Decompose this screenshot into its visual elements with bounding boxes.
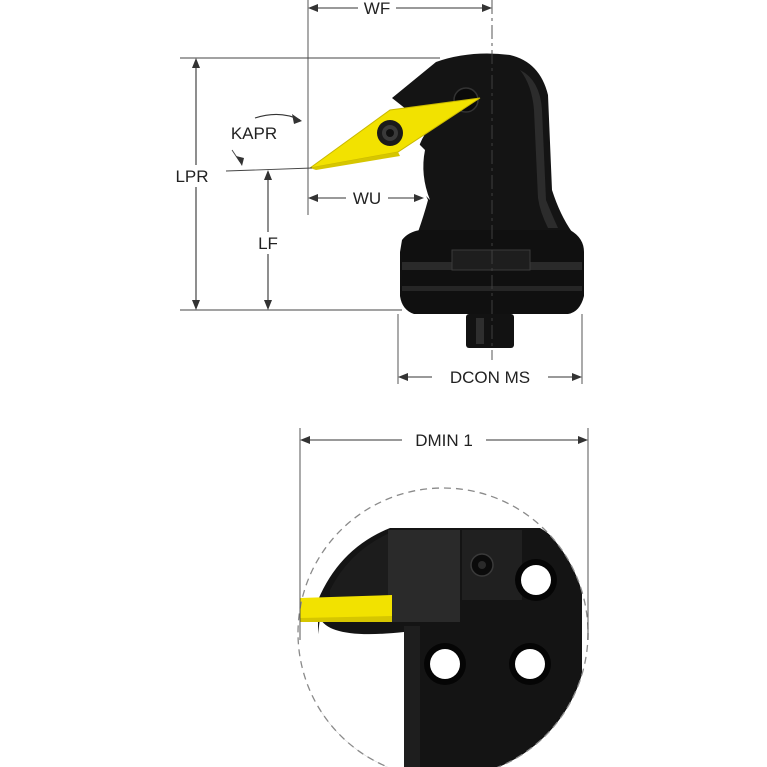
coolant-hole-icon — [515, 559, 557, 601]
key-slot — [451, 249, 531, 271]
tool-head-body — [392, 53, 572, 232]
tool-collar — [400, 230, 584, 314]
tool-head-side-view — [309, 53, 584, 348]
wf-label: WF — [364, 0, 390, 18]
end-view-gap — [300, 618, 404, 767]
dmin-label: DMIN 1 — [415, 431, 473, 450]
lf-top-extension — [225, 167, 313, 172]
torx-screw-icon — [377, 120, 403, 146]
chip-gullet — [406, 135, 430, 200]
shank-pin — [466, 314, 514, 348]
clamp-screw-icon — [470, 553, 494, 577]
end-view-lower-body — [404, 626, 580, 767]
dimensions-bottom: DMIN 1 — [299, 428, 589, 640]
dimensions-top: WF LPR KAPR LF WU DC — [168, 0, 583, 388]
lf-label: LF — [258, 234, 278, 253]
dcon-ms-label: DCON MS — [450, 368, 530, 387]
wu-label: WU — [353, 189, 381, 208]
kapr-label: KAPR — [231, 124, 277, 143]
cutting-insert-shade — [310, 152, 400, 170]
end-view-insert — [300, 595, 392, 622]
mounting-hole-right-icon — [509, 643, 551, 685]
end-view-shank-face — [388, 530, 460, 622]
end-view-lower-shade — [404, 626, 420, 767]
mounting-hole-left-icon — [424, 643, 466, 685]
tool-head-highlight — [520, 70, 558, 228]
end-view-insert-edge — [300, 616, 392, 622]
shank-pin-highlight — [476, 318, 484, 344]
lpr-label: LPR — [175, 167, 208, 186]
tool-head-end-view — [297, 487, 589, 767]
